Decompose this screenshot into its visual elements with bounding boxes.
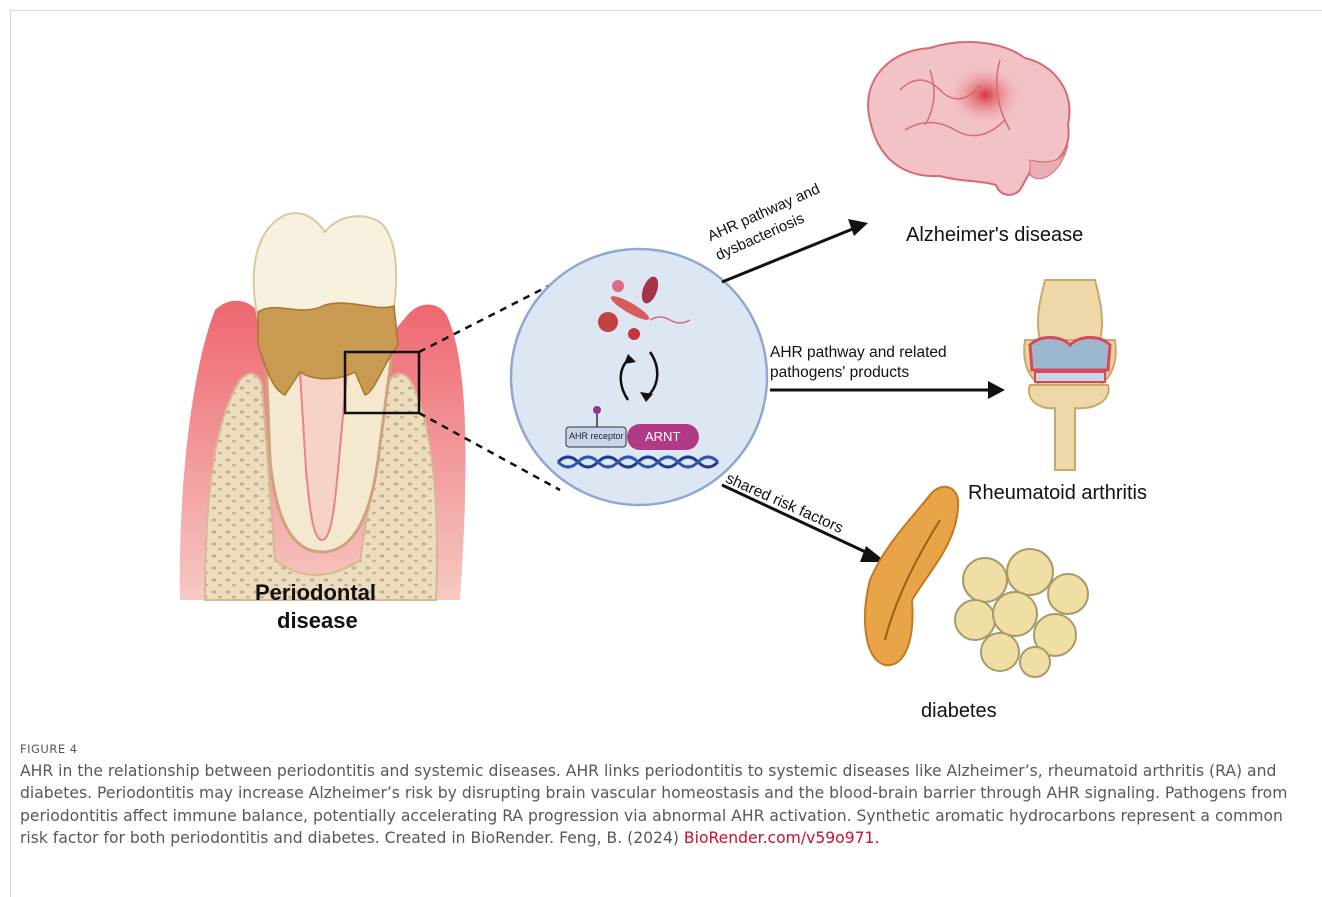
ahr-receptor-label: AHR receptor — [569, 431, 624, 441]
arrow-to-ra — [770, 381, 1005, 399]
adipocytes-illustration — [955, 549, 1088, 677]
arnt-label: ARNT — [645, 429, 680, 444]
periodontal-label-line2: disease — [277, 608, 358, 634]
diabetes-label: diabetes — [921, 700, 997, 723]
periodontal-label-line1: Periodontal — [255, 580, 376, 606]
figure-illustration — [0, 0, 1322, 730]
biorender-link[interactable]: BioRender.com/v59o971. — [684, 829, 880, 847]
tooth-crown — [254, 213, 396, 320]
tooth-illustration — [180, 213, 466, 600]
alzheimers-label: Alzheimer's disease — [906, 224, 1083, 247]
ra-label: Rheumatoid arthritis — [968, 482, 1147, 505]
pancreas-illustration — [865, 487, 958, 665]
knee-illustration — [1024, 280, 1116, 470]
arrow2-label-line1: AHR pathway and related — [770, 344, 947, 362]
figure-caption: AHR in the relationship between periodon… — [20, 760, 1305, 850]
ahr-mechanism-circle — [511, 249, 767, 505]
arrow2-label-line2: pathogens' products — [770, 364, 909, 382]
figure-number: FIGURE 4 — [20, 742, 78, 756]
brain-illustration — [868, 42, 1069, 195]
caption-text: AHR in the relationship between periodon… — [20, 762, 1287, 847]
